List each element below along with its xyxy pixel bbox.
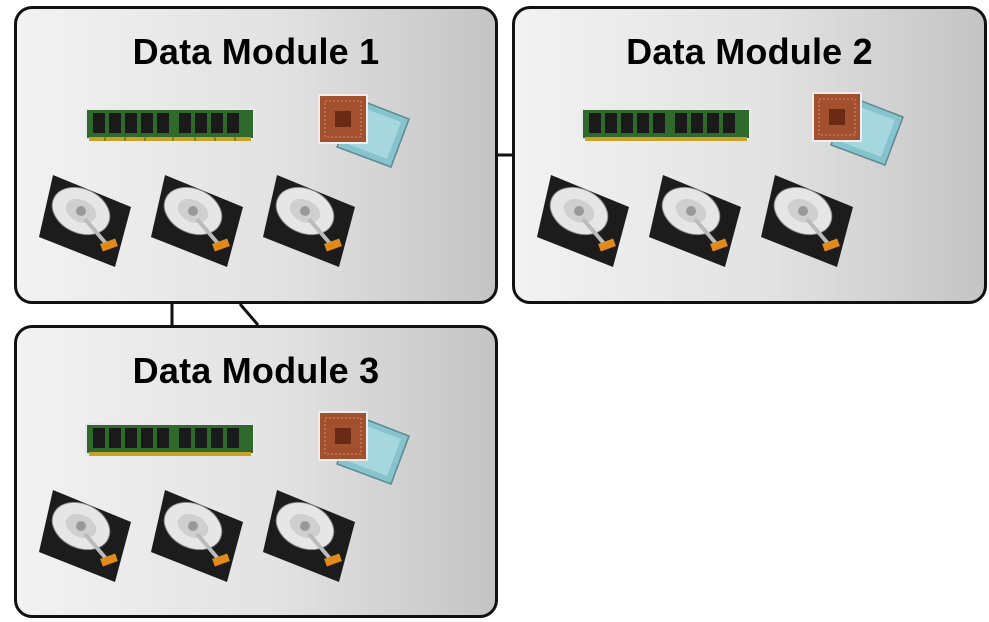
module-title: Data Module 3 bbox=[132, 350, 380, 391]
ram-module-icon bbox=[581, 105, 751, 145]
connector-m1-m3-diagonal bbox=[238, 303, 260, 326]
hard-drive-icon bbox=[147, 171, 247, 271]
hard-drive-icon bbox=[533, 171, 633, 271]
data-module-2: Data Module 2 bbox=[512, 6, 987, 304]
hard-drive-icon bbox=[259, 171, 359, 271]
data-module-3: Data Module 3 bbox=[14, 325, 498, 618]
data-module-1: Data Module 1 bbox=[14, 6, 498, 304]
hard-drive-icon bbox=[35, 486, 135, 586]
hard-drive-icon bbox=[259, 486, 359, 586]
ram-module-icon bbox=[85, 420, 255, 460]
hard-drive-icon bbox=[147, 486, 247, 586]
cpu-chip-icon bbox=[315, 408, 411, 486]
hard-drive-icon bbox=[757, 171, 857, 271]
ram-module-icon bbox=[85, 105, 255, 145]
hard-drive-icon bbox=[645, 171, 745, 271]
module-title: Data Module 2 bbox=[626, 31, 873, 72]
hard-drive-icon bbox=[35, 171, 135, 271]
cpu-chip-icon bbox=[315, 91, 411, 169]
cpu-chip-icon bbox=[809, 89, 905, 167]
module-title: Data Module 1 bbox=[132, 31, 380, 72]
